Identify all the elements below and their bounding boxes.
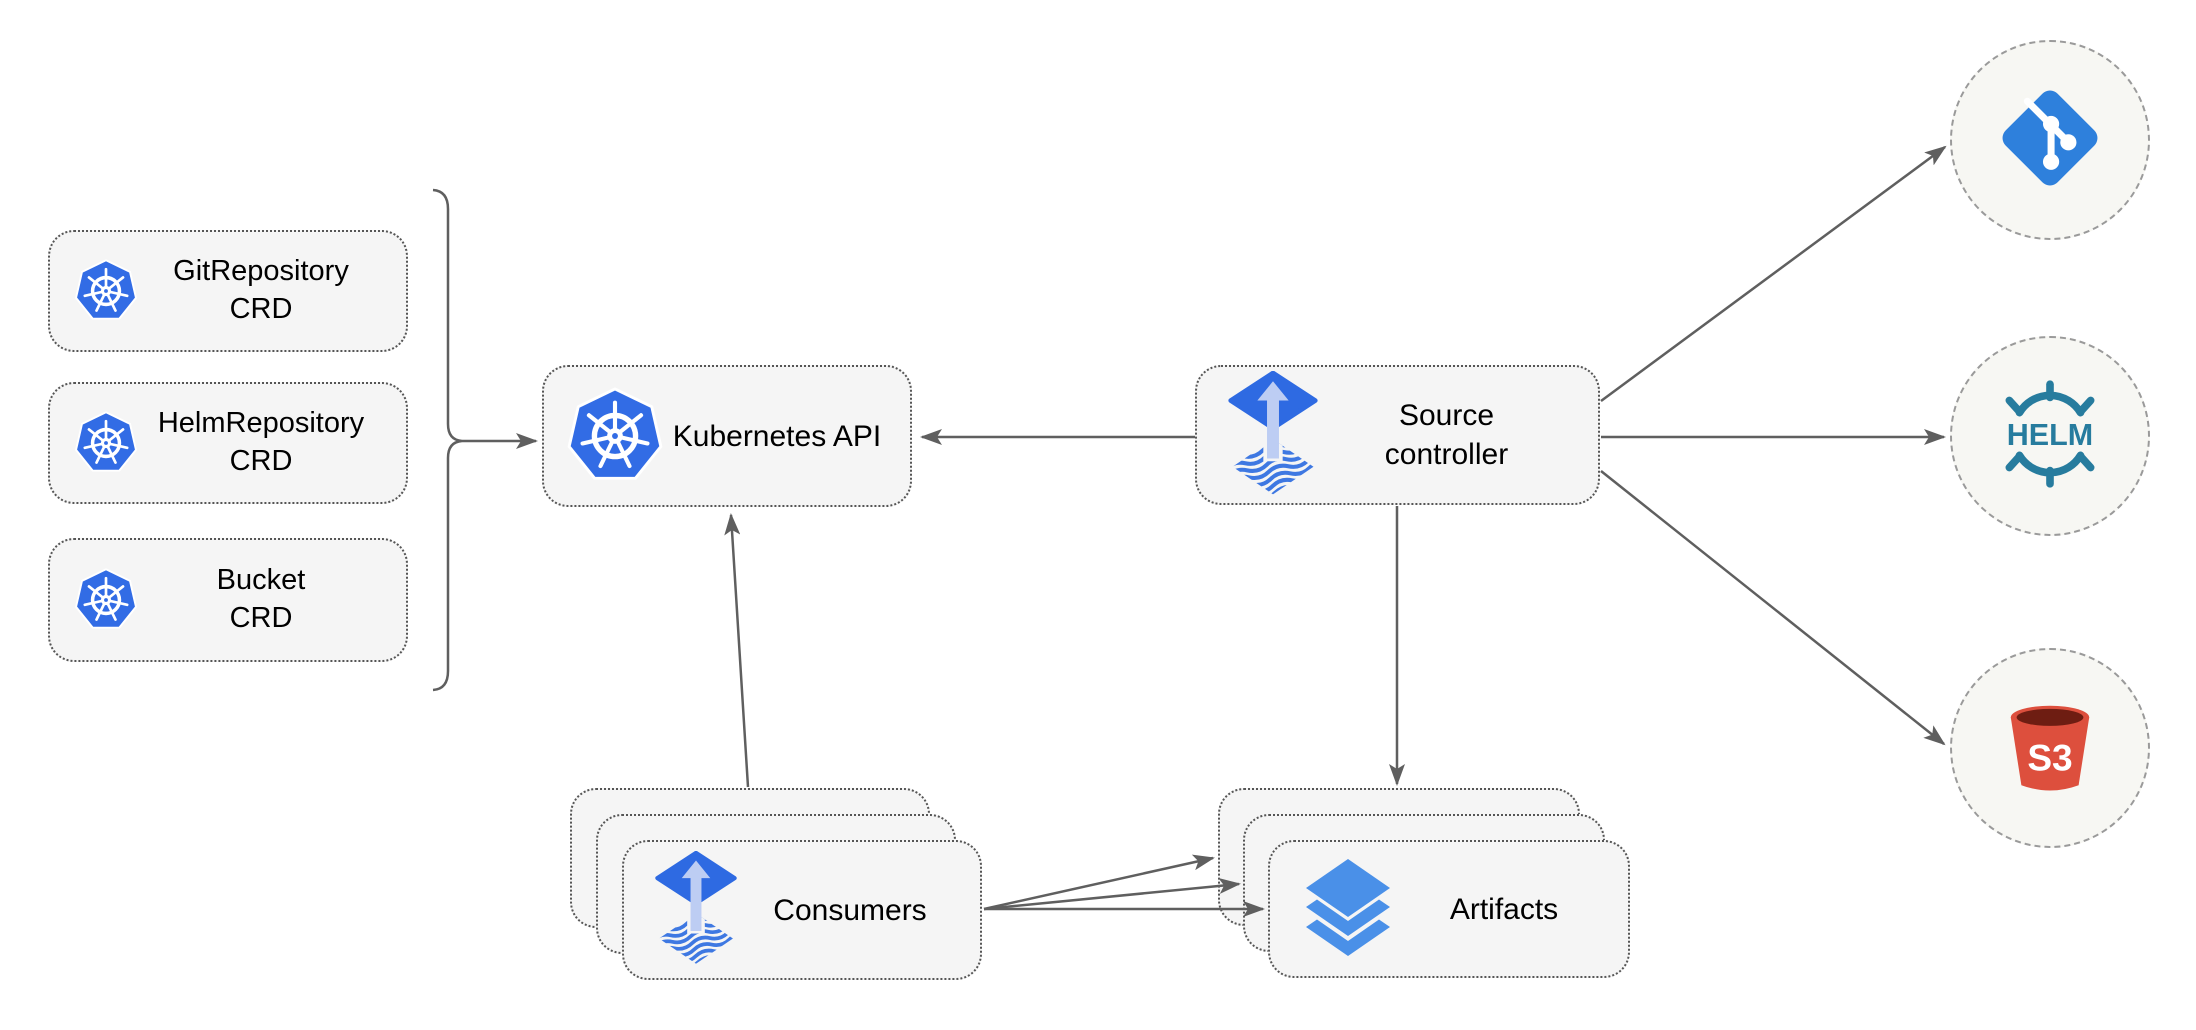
kubernetes-icon	[74, 259, 138, 323]
node-artifacts: Artifacts	[1268, 840, 1630, 978]
kubernetes-icon	[566, 387, 664, 485]
kubernetes-icon	[74, 411, 138, 475]
node-s3-bucket: S3	[1950, 648, 2150, 848]
s3-label: S3	[2027, 736, 2072, 778]
helm-icon: HELM	[1989, 380, 2111, 493]
crd-group-brace	[432, 188, 463, 692]
node-git-repository	[1950, 40, 2150, 240]
layers-icon	[1298, 857, 1398, 961]
edge-consumers-to-kubernetes-api	[724, 513, 750, 788]
s3-bucket-icon: S3	[1997, 693, 2103, 804]
edge-consumers-to-artifacts-2	[983, 877, 1241, 911]
node-label: Consumers	[773, 893, 927, 927]
node-label: Artifacts	[1449, 892, 1559, 926]
node-source-controller: Source controller	[1195, 365, 1600, 505]
node-consumers: Consumers	[622, 840, 982, 980]
node-helm-repository: HELM	[1950, 336, 2150, 536]
git-icon	[1996, 84, 2104, 197]
node-label: Source controller	[1384, 399, 1509, 471]
flux-icon	[1227, 371, 1319, 500]
helm-label: HELM	[2007, 418, 2093, 452]
edge-consumers-to-artifacts-1	[983, 854, 1215, 911]
flux-icon	[654, 851, 738, 969]
node-label: Kubernetes API	[672, 419, 882, 453]
node-kubernetes-api: Kubernetes API	[542, 365, 912, 507]
edge-source-to-git	[1600, 145, 1947, 403]
kubernetes-icon	[74, 568, 138, 632]
edge-source-to-artifacts-s3	[1600, 470, 1946, 746]
